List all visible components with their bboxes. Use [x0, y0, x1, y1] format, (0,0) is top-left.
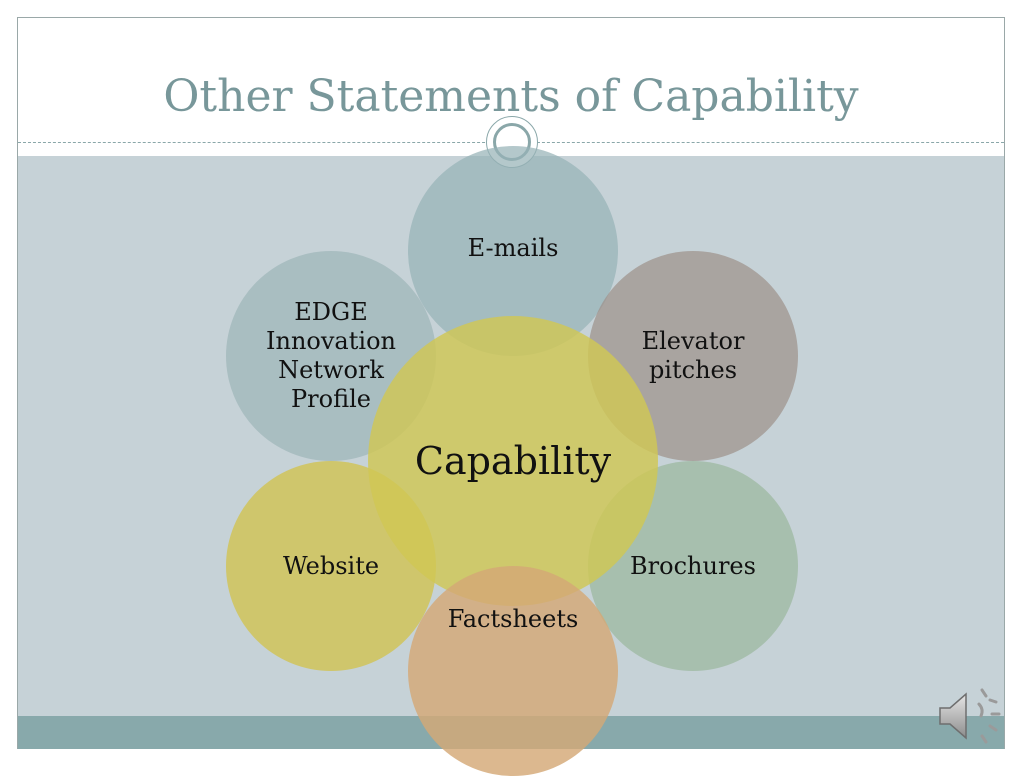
speaker-icon-graphic	[939, 688, 1001, 744]
node-emails-label: E-mails	[467, 233, 559, 262]
speaker-icon[interactable]	[936, 680, 1006, 750]
node-capability-label: Capability	[414, 439, 612, 483]
node-brochures-label: Brochures	[630, 551, 756, 580]
node-website: Website	[226, 461, 436, 671]
node-elevator-pitches-label: Elevator pitches	[641, 327, 745, 384]
node-edge-profile-label: EDGE Innovation Network Profile	[266, 298, 396, 413]
node-factsheets-label: Factsheets	[447, 604, 579, 633]
slide-title: Other Statements of Capability	[163, 71, 859, 122]
node-website-label: Website	[282, 551, 380, 580]
node-capability-center: Capability	[368, 316, 658, 606]
node-factsheets: Factsheets	[408, 566, 618, 776]
